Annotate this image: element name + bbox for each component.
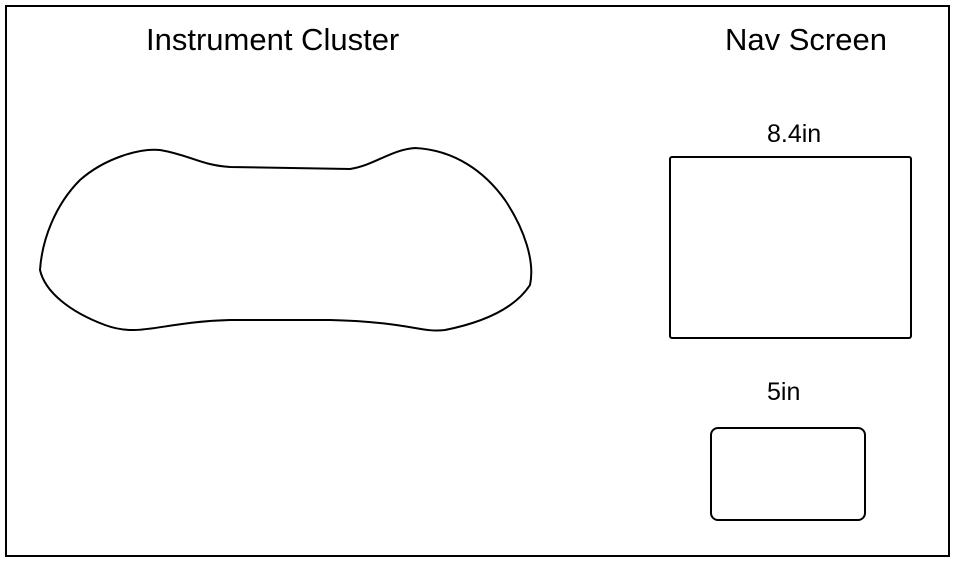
large-nav-screen	[669, 156, 912, 339]
diagram-frame	[5, 5, 950, 557]
instrument-cluster-title: Instrument Cluster	[146, 22, 400, 57]
nav-screen-title: Nav Screen	[725, 22, 887, 57]
small-screen-size-label: 5in	[767, 378, 801, 406]
small-nav-screen	[710, 427, 866, 521]
large-screen-size-label: 8.4in	[767, 120, 822, 148]
